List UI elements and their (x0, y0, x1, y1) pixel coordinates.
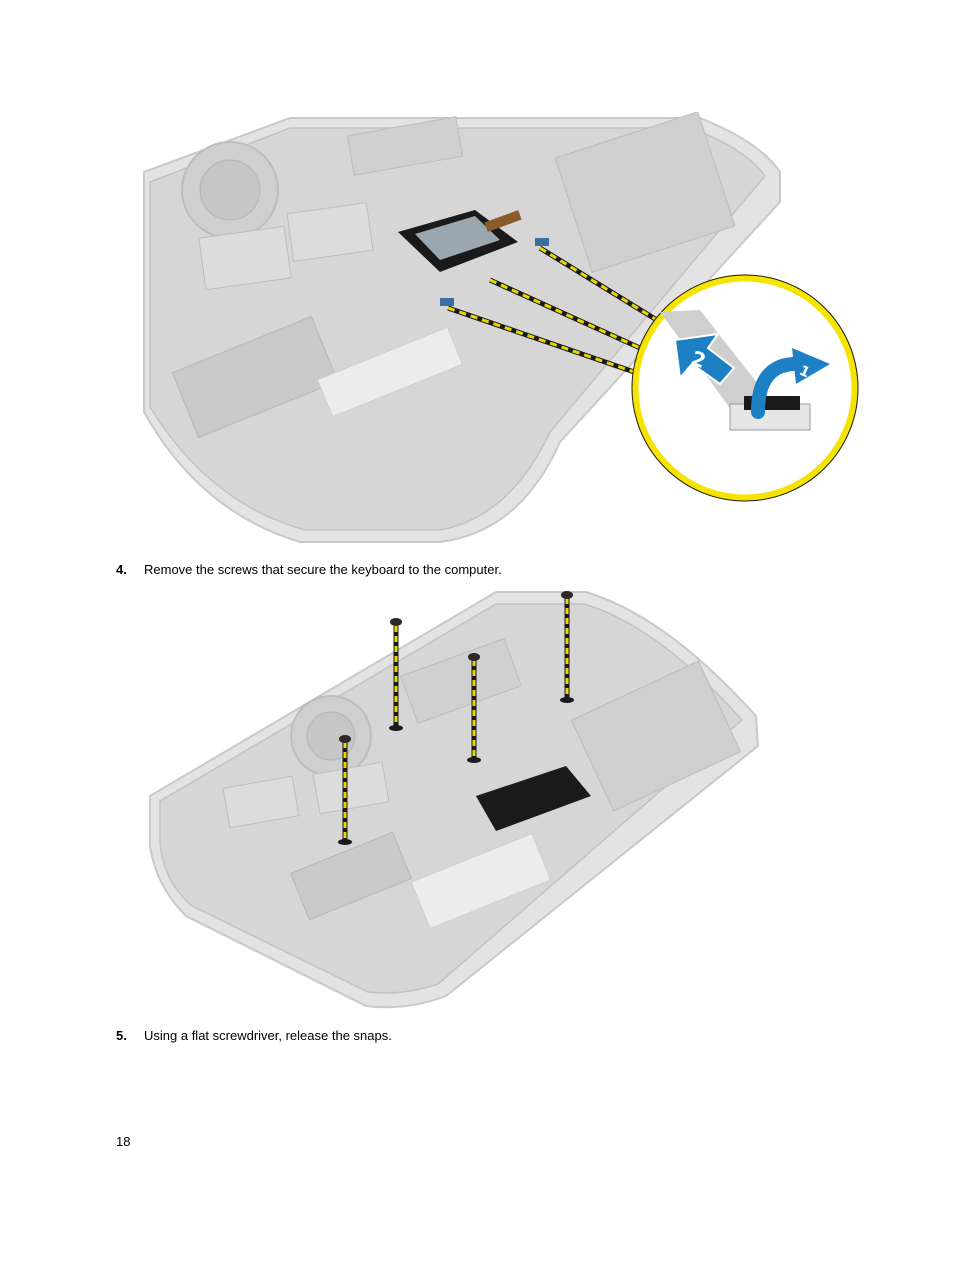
step-text: Remove the screws that secure the keyboa… (144, 562, 502, 577)
keyboard-cable-illustration: 2 1 (140, 112, 870, 552)
palmrest-label-right (410, 832, 552, 930)
wwan-card (286, 202, 374, 262)
cable-tape (484, 210, 522, 232)
screw-icon (389, 618, 403, 731)
fan-hub (199, 159, 261, 221)
screw-group (338, 591, 574, 845)
wwan-card (312, 761, 390, 815)
hard-drive-bay (570, 660, 742, 812)
step-4: 4. Remove the screws that secure the keyb… (116, 562, 502, 578)
step-text: Using a flat screwdriver, release the sn… (144, 1028, 392, 1043)
page-number: 18 (116, 1134, 131, 1149)
step-number: 5. (116, 1028, 127, 1043)
keyboard-ribbon (476, 766, 591, 831)
memory-module (400, 638, 522, 724)
wlan-card (222, 775, 300, 829)
keyboard-cable-svg: 2 1 (143, 112, 859, 543)
palmrest-label-right (316, 326, 464, 418)
arrow-icon: 1 (751, 348, 830, 419)
step-5: 5. Using a flat screwdriver, release the … (116, 1028, 392, 1044)
palmrest-label-left (171, 315, 339, 439)
arrow-icon: 2 (673, 332, 736, 386)
wlan-card (198, 225, 292, 291)
guide-lines-dash (447, 246, 661, 376)
keyboard-screws-svg (149, 591, 760, 1009)
keyboard-ribbon-contacts (415, 216, 500, 260)
memory-module (346, 116, 464, 176)
step-number: 4. (116, 562, 127, 577)
keyboard-screws-illustration (146, 586, 766, 1018)
hard-drive-bay (554, 112, 736, 273)
palmrest-label-left (289, 831, 413, 921)
screw-icon (338, 735, 352, 845)
connector-1 (535, 238, 549, 246)
zoom-callout-outline (631, 274, 859, 502)
connector-2 (440, 298, 454, 306)
screw-icon (560, 591, 574, 703)
screw-icon (467, 653, 481, 763)
